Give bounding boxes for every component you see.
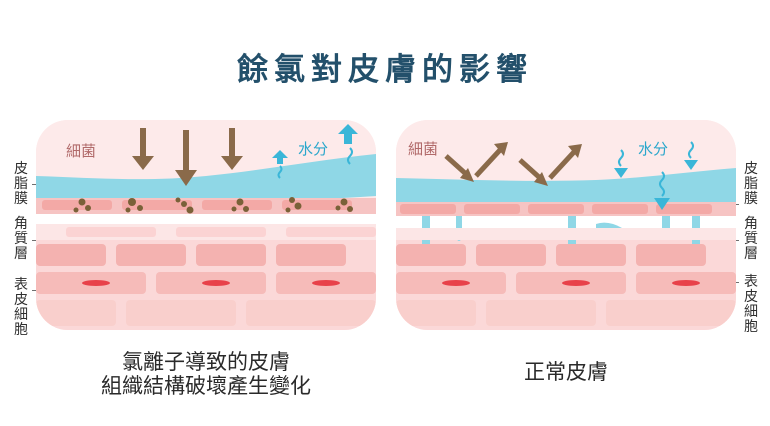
bacteria-arrowhead <box>460 142 582 186</box>
epidermis-cell <box>636 244 706 266</box>
horny-cell <box>176 227 266 237</box>
water-down-arrow <box>614 160 698 210</box>
water-squiggle <box>618 149 624 167</box>
nucleus <box>312 280 340 286</box>
right-label-sebum: 皮脂膜 <box>744 161 758 207</box>
epidermis-cell <box>396 244 466 266</box>
epidermis-cell <box>36 300 116 326</box>
epidermis-cell <box>606 300 736 326</box>
nucleus <box>442 280 470 286</box>
debris-cluster <box>73 197 353 214</box>
caption-normal: 正常皮膚 <box>524 360 608 384</box>
water-squiggle <box>688 141 694 159</box>
epidermis-cell <box>276 244 346 266</box>
epidermis-cell <box>246 300 376 326</box>
horny-cell <box>528 204 584 214</box>
page-title: 餘氯對皮膚的影響 <box>237 52 533 88</box>
water-squiggle <box>659 171 665 197</box>
horny-cell <box>202 200 272 210</box>
caption-line-1: 氯離子導致的皮膚 <box>122 350 290 374</box>
damaged-skin-panel: 細菌 水分 <box>36 120 376 330</box>
epidermis-cell <box>126 300 236 326</box>
bacteria-label: 細菌 <box>408 140 438 158</box>
epidermis-cell <box>556 244 626 266</box>
horny-cell <box>656 204 712 214</box>
horny-cell <box>286 227 376 237</box>
epidermis-cell <box>476 244 546 266</box>
water-squiggle <box>347 147 353 165</box>
damaged-skin-caption: 氯離子導致的皮膚 組織結構破壞產生變化 <box>36 350 376 398</box>
nucleus <box>562 280 590 286</box>
nucleus <box>672 280 700 286</box>
normal-skin-panel: 細菌 水分 <box>396 120 736 330</box>
nucleus <box>82 280 110 286</box>
water-up-arrow <box>272 124 358 164</box>
epidermis-cell <box>36 244 106 266</box>
right-label-epidermis: 表皮細胞 <box>744 274 758 335</box>
sebum-layer <box>36 154 376 201</box>
horny-cell <box>42 200 112 210</box>
left-label-horny: 角質層 <box>14 216 28 262</box>
epidermis-cell <box>486 300 596 326</box>
epidermis-cell <box>396 300 476 326</box>
left-label-epidermis: 表皮細胞 <box>14 277 28 338</box>
caption-line-2: 組織結構破壞產生變化 <box>101 374 311 398</box>
horny-cell <box>66 227 156 237</box>
water-label: 水分 <box>298 140 328 158</box>
left-label-sebum: 皮脂膜 <box>14 161 28 207</box>
normal-skin-caption: 正常皮膚 <box>396 360 736 384</box>
bacteria-label: 細菌 <box>66 142 96 160</box>
bacteria-down-arrow <box>132 128 243 186</box>
bacteria-bounce-arrow <box>444 148 576 180</box>
water-label: 水分 <box>638 140 668 158</box>
right-label-horny: 角質層 <box>744 216 758 262</box>
epidermis-cell <box>196 244 266 266</box>
horny-cell <box>400 204 456 214</box>
horny-cell <box>464 204 520 214</box>
nucleus <box>202 280 230 286</box>
epidermis-cell <box>116 244 186 266</box>
water-squiggle <box>277 165 283 179</box>
sebum-layer <box>396 168 736 206</box>
horny-cell <box>592 204 648 214</box>
